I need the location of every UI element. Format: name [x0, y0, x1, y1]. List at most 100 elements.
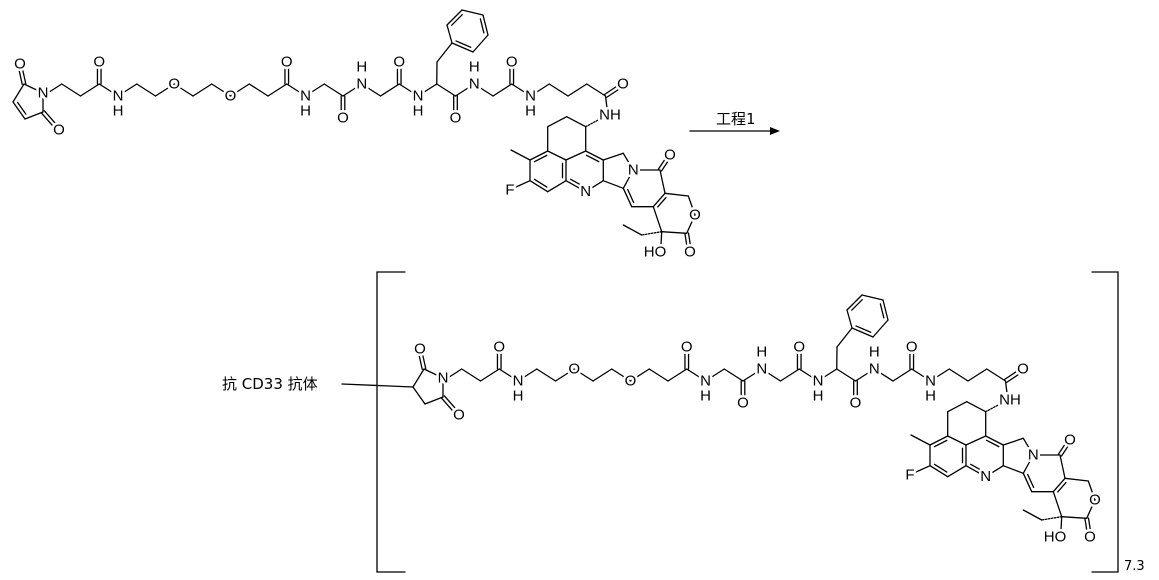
- chain-bond: [173, 83, 194, 97]
- nitrogen-label: N: [628, 162, 639, 179]
- ring-bond: [965, 465, 987, 478]
- nitrogen-label: N: [438, 370, 449, 387]
- arrow-head: [770, 127, 780, 135]
- carbonyl-oxygen-label: O: [450, 110, 462, 127]
- chain-bond: [498, 368, 519, 382]
- carbonyl-oxygen-label: O: [281, 54, 293, 71]
- carbonyl-oxygen-label: O: [93, 54, 105, 71]
- carbonyl-oxygen-label: O: [664, 147, 676, 164]
- carbonyl-bond: [605, 87, 621, 99]
- carbonyl-bond: [17, 65, 23, 86]
- ring-bond: [566, 116, 587, 128]
- hydrogen-label: H: [925, 388, 936, 405]
- chain-bond: [911, 368, 932, 382]
- lactone-oxygen-label: O: [689, 207, 701, 224]
- carbonyl-bond: [421, 349, 427, 370]
- ring-bond: [947, 465, 967, 478]
- chain-bond: [79, 83, 100, 97]
- carbonyl-bond: [684, 232, 688, 249]
- ring-bond: [947, 435, 967, 446]
- chain-bond: [986, 368, 1007, 382]
- double-bond: [970, 463, 986, 473]
- hydrogen-label: H: [700, 388, 711, 405]
- ring-bond: [565, 180, 587, 193]
- chain-bond: [529, 83, 550, 97]
- chain-bond: [742, 368, 763, 382]
- oxygen-label: O: [14, 56, 26, 73]
- phenyl-bond: [872, 319, 889, 338]
- fluoro-bond: [515, 180, 531, 188]
- chain-bond: [479, 368, 500, 382]
- carbonyl-bond: [1084, 517, 1088, 534]
- ring-bond: [1086, 499, 1096, 519]
- hashed-bond: [585, 118, 601, 128]
- phenyl-bond: [882, 299, 889, 321]
- double-bond: [933, 439, 948, 448]
- bond: [12, 83, 25, 103]
- double-bond: [451, 14, 463, 26]
- hydrogen-label: H: [113, 103, 124, 120]
- chain-bond: [286, 83, 307, 97]
- phenyl-bond: [851, 327, 874, 338]
- double-bond: [855, 325, 872, 333]
- phenyl-bond: [846, 309, 853, 329]
- double-bond: [570, 178, 586, 188]
- carbonyl-oxygen-label: O: [1084, 529, 1096, 546]
- amide-nitrogen-label: N: [413, 88, 424, 105]
- carbonyl-bond: [1057, 441, 1068, 455]
- ring-bond: [622, 169, 634, 189]
- chain-bond: [473, 83, 494, 97]
- carbonyl-bond: [443, 395, 460, 413]
- chain-bond: [611, 368, 632, 382]
- ring-bond: [1002, 465, 1024, 474]
- chain-bond: [267, 83, 288, 97]
- ring-bond: [1087, 480, 1096, 501]
- chain-bond: [704, 368, 725, 382]
- double-bond: [657, 196, 667, 208]
- nitrogen-label: N: [980, 468, 991, 485]
- chain-bond: [304, 83, 325, 97]
- chain-bond: [517, 368, 538, 382]
- phenyl-bond: [451, 42, 474, 53]
- carbonyl-oxygen-label: O: [506, 54, 518, 71]
- right-bracket: [1091, 271, 1119, 573]
- chain-bond: [461, 368, 482, 382]
- hydrogen-label: H: [300, 103, 311, 120]
- dar-subscript: 7.3: [1124, 559, 1145, 574]
- fluorine-label: F: [905, 467, 914, 484]
- hydrogen-label: H: [469, 59, 480, 76]
- ring-bond: [547, 116, 568, 128]
- chain-bond: [817, 368, 838, 382]
- methyl-bond: [910, 434, 931, 446]
- ring-bond: [659, 169, 666, 194]
- ethyl-bond: [622, 224, 643, 236]
- carbonyl-oxygen-label: O: [684, 244, 696, 261]
- chain-bond: [629, 368, 650, 382]
- carbonyl-bond: [440, 397, 457, 415]
- carbonyl-oxygen-label: O: [737, 395, 749, 412]
- carbonyl-oxygen-label: O: [906, 339, 918, 356]
- bond: [23, 83, 44, 94]
- hydrogen-label: H: [356, 59, 367, 76]
- bond: [836, 327, 853, 348]
- chain-bond: [511, 83, 532, 97]
- lactone-oxygen-label: O: [1089, 492, 1101, 509]
- bond: [412, 368, 425, 388]
- hydrogen-label: H: [513, 388, 524, 405]
- chain-bond: [548, 83, 569, 97]
- chain-bond: [42, 83, 63, 97]
- chain-bond: [117, 83, 138, 97]
- chain-bond: [798, 368, 819, 382]
- double-bond: [851, 299, 863, 311]
- chain-bond: [323, 83, 344, 97]
- hydrogen-label: H: [756, 344, 767, 361]
- oxygen-label: O: [53, 122, 65, 139]
- oxygen-label: O: [414, 341, 426, 358]
- double-bond: [455, 40, 472, 48]
- chain-bond: [248, 83, 269, 97]
- phenyl-bond: [472, 34, 489, 53]
- wedge-bond: [1060, 516, 1063, 531]
- double-bond: [879, 303, 885, 319]
- double-bond: [479, 18, 485, 34]
